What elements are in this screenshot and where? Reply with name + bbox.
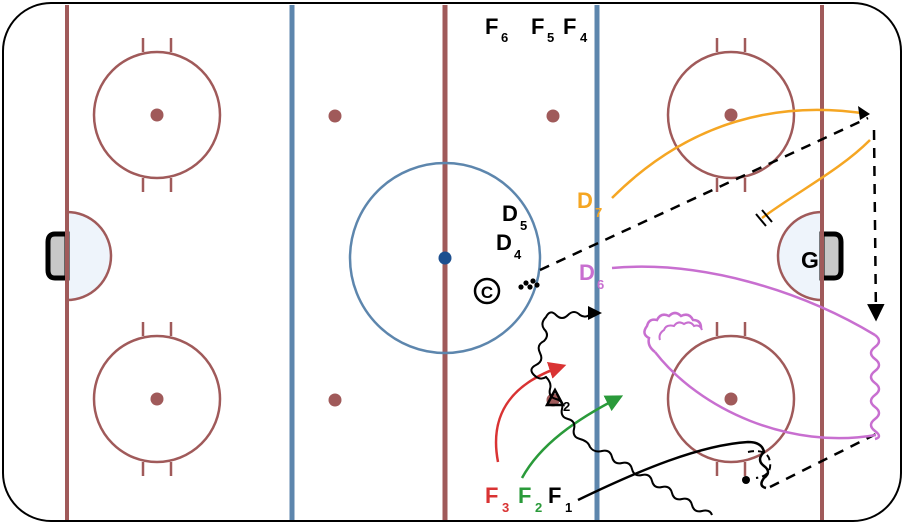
F2-number: 2 [535,500,542,515]
player-D7: D 7 [577,188,602,220]
f1-arrowhead [588,306,602,320]
player-F2: F 2 [518,483,542,515]
f1-straight-path [577,440,770,502]
F1-letter: F [548,483,561,508]
player-F6: F 6 [485,14,508,45]
d6-wavy-loop [643,311,703,353]
player-D4: D 4 [496,230,522,262]
F5-letter: F [531,14,544,39]
player-D6: D 6 [579,260,604,292]
neutral-dot-bottom-right [546,393,560,407]
f1-dashed-swirl [747,450,772,479]
left-goal-crease [65,210,113,302]
F2-letter: F [518,483,531,508]
right-goal-crease [776,210,824,302]
F1-number: 1 [565,500,572,515]
F6-number: 6 [501,30,508,45]
puck [742,476,750,484]
player-D5: D 5 [502,201,527,233]
left-net [45,231,70,281]
goalie-label: G [801,247,819,273]
faceoff-circle-bottom-right [666,322,796,476]
pass-line-boards [867,129,885,322]
d7-skate-path [611,108,869,199]
D6-number: 6 [597,277,604,292]
x2-number: 2 [563,399,570,414]
D4-letter: D [496,230,512,255]
player-F1: F 1 [548,483,572,515]
D7-number: 7 [595,205,602,220]
d6-wavy-boards [869,334,881,441]
D5-number: 5 [520,218,527,233]
coach-symbol [473,277,501,305]
f3-skate-path [494,362,567,463]
F5-number: 5 [547,30,554,45]
stop-marker [755,209,773,227]
black-arrowhead-top-right [858,106,870,120]
F4-number: 4 [580,30,588,45]
x2-triangle [544,387,566,407]
player-F4: F 4 [563,14,588,45]
F6-letter: F [485,14,498,39]
pass-line-d7 [539,116,869,272]
neutral-dot-bottom-left [328,393,342,407]
center-faceoff-circle [348,161,542,355]
f1-wavy-path [530,311,713,516]
pass-line-bottom [769,432,877,489]
d6-curve-back [654,351,877,440]
D6-letter: D [579,260,595,285]
neutral-dot-top-right [546,109,560,123]
D7-letter: D [577,188,593,213]
center-faceoff-dot [438,251,452,265]
coach-letter: C [481,283,493,302]
D4-number: 4 [514,247,522,262]
neutral-dot-top-left [328,109,342,123]
faceoff-circle-top-right [666,38,796,192]
pucks-pile [518,278,540,290]
D5-letter: D [502,201,518,226]
faceoff-circle-bottom-left [92,322,222,476]
player-F5: F 5 [531,14,554,45]
d6-skate-path [611,265,876,337]
F3-letter: F [485,483,498,508]
faceoff-circle-top-left [92,38,222,192]
f2-skate-path [520,395,624,479]
d6-wavy-loop-inner [658,321,703,341]
F4-letter: F [563,14,576,39]
right-net [819,231,844,281]
d7-return-path [761,139,871,220]
player-F3: F 3 [485,483,509,515]
F3-number: 3 [502,500,509,515]
